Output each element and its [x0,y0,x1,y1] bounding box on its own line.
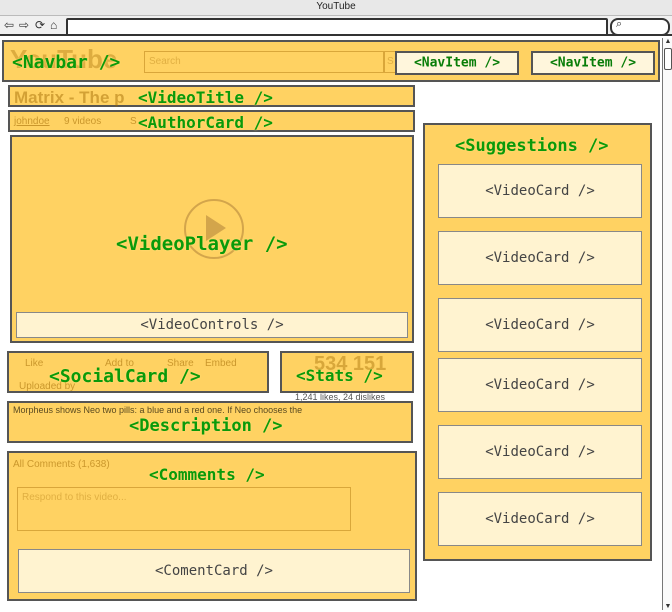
author-card: johndoe 9 videos S <AuthorCard /> [8,110,415,132]
video-card[interactable]: <VideoCard /> [438,298,642,352]
video-card-label: <VideoCard /> [485,511,595,527]
scrollbar-thumb[interactable] [664,48,672,70]
video-title-text: Matrix - The p [14,88,125,107]
view-count: 534 151 [314,353,387,375]
search-placeholder: Search [149,56,181,67]
reload-icon[interactable]: ⟳ [35,18,46,32]
like-button[interactable]: Like [25,358,44,369]
description-label: <Description /> [129,416,283,436]
author-card-label: <AuthorCard /> [138,113,273,132]
subscribe-button[interactable]: S [130,116,137,127]
stats-label: <Stats /> [296,366,383,385]
add-to-button[interactable]: Add to [105,358,134,369]
video-card[interactable]: <VideoCard /> [438,492,642,546]
window-titlebar: YouTube [0,0,672,16]
back-icon[interactable]: ⇦ [4,18,15,32]
comment-placeholder: Respond to this video... [22,492,127,503]
nav-item-2[interactable]: <NavItem /> [531,51,655,75]
videos-count[interactable]: 9 videos [64,116,102,127]
video-title: Matrix - The p <VideoTitle /> [8,85,415,107]
forward-icon[interactable]: ⇨ [19,18,30,32]
home-icon[interactable]: ⌂ [50,18,58,32]
scroll-up-icon[interactable]: ▲ [664,38,672,45]
video-card-label: <VideoCard /> [485,377,595,393]
comments-label: <Comments /> [149,465,265,484]
suggestions-label: <Suggestions /> [455,136,609,156]
comment-input[interactable]: Respond to this video... [17,487,351,531]
video-card-label: <VideoCard /> [485,183,595,199]
video-player[interactable]: <VideoPlayer /> <VideoControls /> [10,135,414,343]
video-card[interactable]: <VideoCard /> [438,164,642,218]
browser-toolbar: ⇦ ⇨ ⟳ ⌂ ⌕ [0,16,672,36]
video-card-label: <VideoCard /> [485,317,595,333]
browser-search-field[interactable]: ⌕ [610,18,670,36]
logo[interactable]: YouTube [10,44,118,74]
video-controls-label: <VideoControls /> [140,317,284,333]
comments-header: All Comments (1,638) [13,459,110,470]
likes-dislikes: 1,241 likes, 24 dislikes [295,392,386,402]
url-bar[interactable] [66,18,608,36]
description-text: Morpheus shows Neo two pills: a blue and… [13,405,303,415]
comment-card-label: <ComentCard /> [154,563,273,579]
window-title: YouTube [316,1,356,12]
navbar: YouTube Search S <Navbar /> <NavItem /> … [2,40,660,82]
video-card-label: <VideoCard /> [485,250,595,266]
share-button[interactable]: Share [167,358,194,369]
video-title-label: <VideoTitle /> [138,88,273,107]
nav-item-1[interactable]: <NavItem /> [395,51,519,75]
stats: 534 151 <Stats /> [280,351,414,393]
play-icon[interactable] [184,199,244,259]
embed-button[interactable]: Embed [205,358,237,369]
description: Morpheus shows Neo two pills: a blue and… [7,401,413,443]
video-card[interactable]: <VideoCard /> [438,231,642,285]
nav-item-label: <NavItem /> [413,55,501,71]
navbar-label: <Navbar /> [12,52,121,73]
uploaded-by: Uploaded by [19,381,76,392]
video-card[interactable]: <VideoCard /> [438,358,642,412]
author-name[interactable]: johndoe [14,116,50,127]
video-card[interactable]: <VideoCard /> [438,425,642,479]
comment-card: <ComentCard /> [18,549,410,593]
social-card: Like Add to Share Embed Uploaded by <Soc… [7,351,269,393]
video-card-label: <VideoCard /> [485,444,595,460]
nav-item-label: <NavItem /> [549,55,637,71]
page-scrollbar[interactable]: ▲ ▼ [662,38,672,610]
scroll-down-icon[interactable]: ▼ [664,603,672,610]
social-card-label: <SocialCard /> [49,366,201,387]
comments: All Comments (1,638) Respond to this vid… [7,451,417,601]
search-icon: ⌕ [616,18,623,30]
search-button-label: S [387,56,394,67]
search-input[interactable]: Search [144,51,384,73]
suggestions: <Suggestions /> <VideoCard /> <VideoCard… [423,123,652,561]
video-controls[interactable]: <VideoControls /> [16,312,408,338]
video-player-label: <VideoPlayer /> [116,233,288,255]
